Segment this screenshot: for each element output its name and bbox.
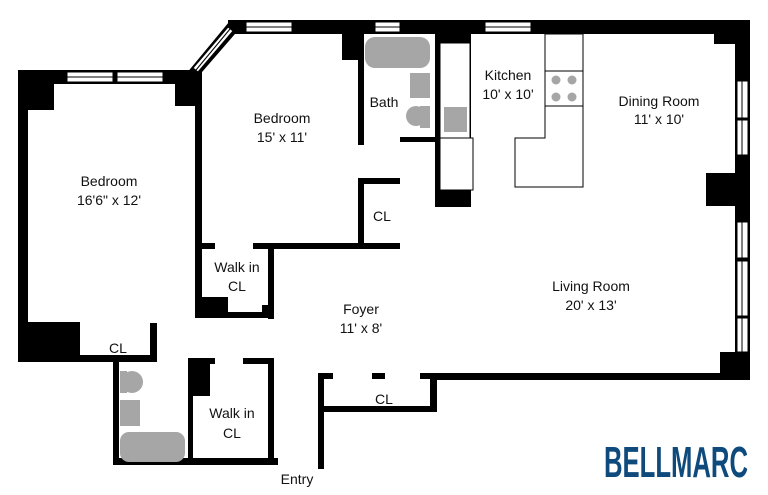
- bath-fixtures: [120, 37, 467, 462]
- bathtub-icon: [120, 432, 185, 462]
- room-name: Walk in: [214, 259, 259, 275]
- room-size: 16'6" x 12': [77, 192, 141, 208]
- room-name: CL: [223, 425, 241, 441]
- room-name: Bath: [370, 94, 399, 110]
- bellmarc-logo: BELLMARC: [604, 438, 748, 487]
- room-name: Bedroom: [254, 110, 311, 126]
- room-name: CL: [109, 340, 127, 356]
- room-name: Kitchen: [485, 67, 532, 83]
- room-name: CL: [375, 391, 393, 407]
- room-size: 15' x 11': [257, 129, 307, 145]
- room-labels: Bedroom 16'6" x 12' Bedroom 15' x 11' Ba…: [77, 67, 699, 487]
- room-size: 11' x 10': [634, 111, 684, 127]
- room-size: 10' x 10': [482, 86, 533, 102]
- room-name: Walk in: [209, 405, 254, 421]
- windows: [66, 21, 749, 353]
- toilet-tank-icon: [410, 73, 430, 98]
- room-name: Bedroom: [81, 173, 138, 189]
- stove-icon: [551, 75, 577, 102]
- kitchen-counters: [439, 33, 584, 191]
- sink-icon: [444, 107, 467, 132]
- room-name: CL: [373, 208, 391, 224]
- room-name: Foyer: [343, 301, 379, 317]
- room-name: Dining Room: [619, 93, 700, 109]
- bathtub-icon: [365, 37, 430, 68]
- room-name: CL: [228, 278, 246, 294]
- toilet-tank-icon: [120, 400, 140, 426]
- room-name: Living Room: [552, 278, 630, 294]
- room-size: 20' x 13': [565, 297, 616, 313]
- entry-label: Entry: [281, 471, 314, 487]
- room-size: 11' x 8': [340, 320, 382, 336]
